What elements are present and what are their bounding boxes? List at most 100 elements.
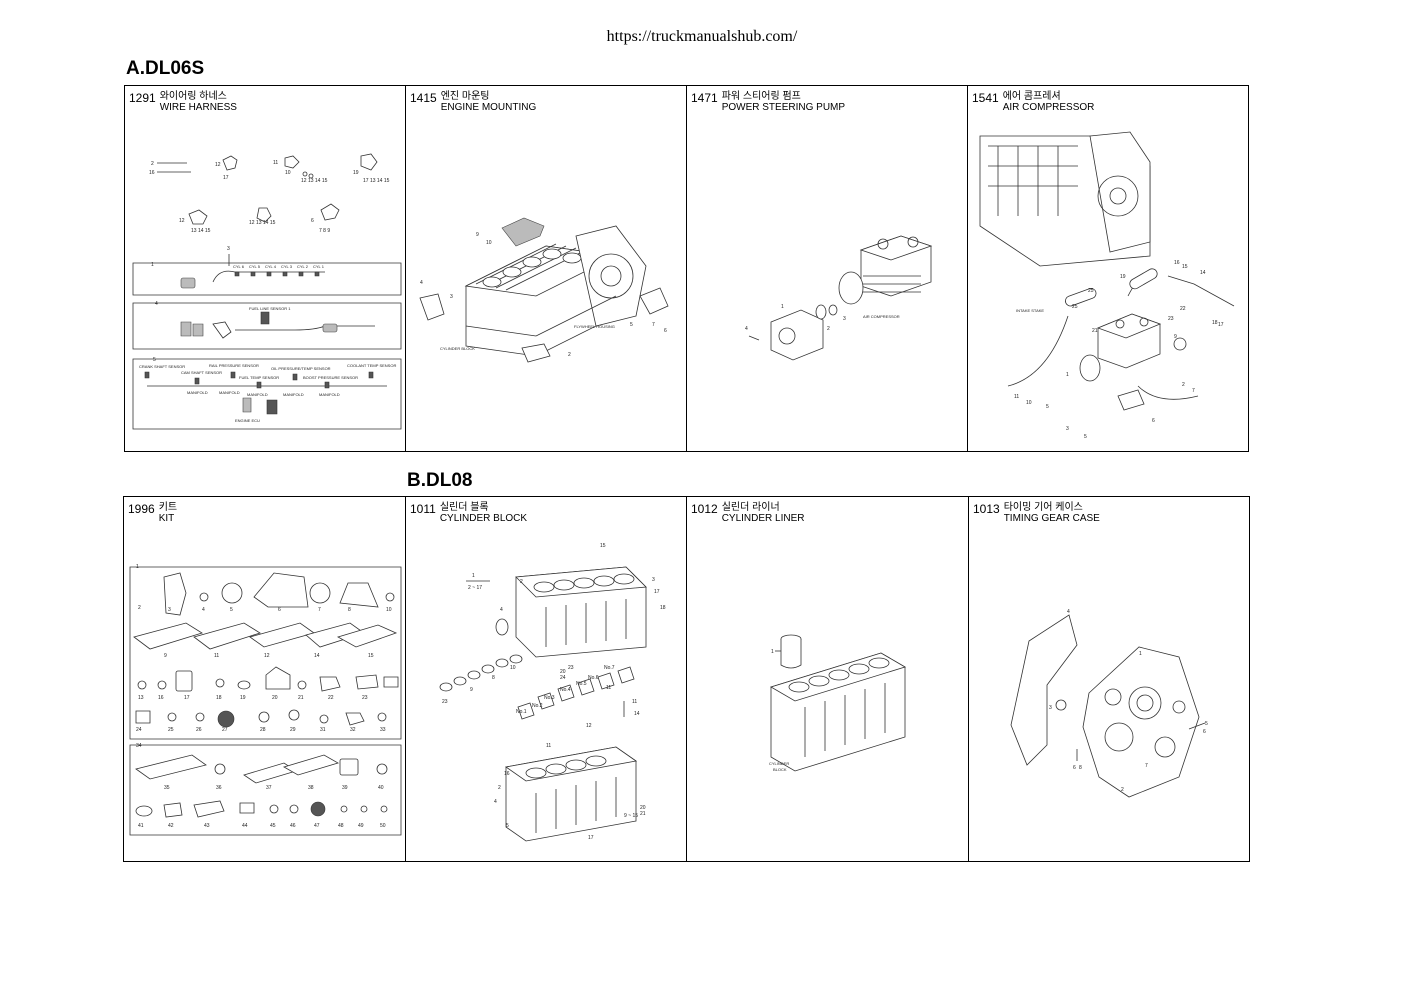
svg-text:3: 3 [652,577,655,583]
svg-text:5: 5 [153,357,156,363]
svg-text:5: 5 [630,322,633,328]
svg-text:14: 14 [1200,270,1206,276]
svg-text:46: 46 [290,823,296,829]
svg-text:11: 11 [1014,394,1019,400]
svg-text:17 13 14 15: 17 13 14 15 [363,178,390,184]
english-title: WIRE HARNESS [159,102,237,113]
svg-text:3: 3 [843,316,846,322]
svg-text:8: 8 [1079,765,1082,771]
svg-text:14: 14 [634,711,640,717]
svg-text:2 ~ 17: 2 ~ 17 [468,585,482,591]
svg-text:25: 25 [1072,304,1078,310]
svg-text:18: 18 [1212,320,1218,326]
svg-text:15: 15 [368,653,374,659]
svg-text:MANIFOLD: MANIFOLD [247,392,268,397]
korean-title: 엔진 마운팅 [440,91,490,102]
svg-text:23: 23 [362,695,368,701]
svg-text:34: 34 [136,743,142,749]
svg-text:24: 24 [136,727,142,733]
label-no7: No.7 [604,665,615,671]
label-cylinder-block: CYLINDER BLOCK [440,346,475,351]
svg-text:39: 39 [342,785,348,791]
part-code: 1471 [691,91,718,105]
label-coolant-temp-sensor: COOLANT TEMP SENSOR [347,363,396,368]
svg-text:16: 16 [504,771,510,777]
svg-text:42: 42 [168,823,174,829]
svg-text:CYL 1: CYL 1 [313,264,325,269]
power-steering-pump-diagram: AIR COMPRESSOR 123 4 [745,86,969,453]
svg-text:17: 17 [1218,322,1224,328]
svg-text:11: 11 [546,743,551,749]
label-fuel-temp-sensor: FUEL TEMP SENSOR [239,375,279,380]
korean-title: 파워 스티어링 펌프 [721,91,801,102]
svg-text:11: 11 [273,160,278,166]
svg-text:5: 5 [506,823,509,829]
svg-text:40: 40 [378,785,384,791]
label-no4: No.4 [560,687,571,693]
svg-text:48: 48 [338,823,344,829]
svg-text:1: 1 [136,564,139,570]
svg-text:20: 20 [560,669,566,675]
svg-text:CYL 5: CYL 5 [249,264,261,269]
svg-text:7: 7 [1145,763,1148,769]
svg-text:12 13 14 15: 12 13 14 15 [301,178,328,184]
svg-text:3: 3 [227,246,230,252]
svg-text:2: 2 [1182,382,1185,388]
svg-text:13 14 15: 13 14 15 [191,228,211,234]
svg-text:4: 4 [1067,609,1070,615]
svg-text:23: 23 [568,665,574,671]
label-flywheel-housing: FLYWHEEL HOUSING [574,324,615,329]
page-url[interactable]: https://truckmanualshub.com/ [606,28,798,45]
svg-text:9: 9 [470,687,473,693]
svg-text:43: 43 [204,823,210,829]
svg-text:1: 1 [472,573,475,579]
korean-title: 실린더 블록 [439,502,489,513]
svg-text:4: 4 [500,607,503,613]
svg-text:44: 44 [242,823,248,829]
english-title: CYLINDER BLOCK [439,513,528,524]
svg-text:17: 17 [588,835,594,841]
svg-text:11: 11 [632,699,637,705]
label-no2: No.2 [532,703,543,709]
section-title-dl06s: A.DL06S [126,58,205,79]
svg-text:CYL 4: CYL 4 [265,264,277,269]
svg-text:9 ~ 15: 9 ~ 15 [624,813,638,819]
label-no1: No.1 [516,709,527,715]
english-title: ENGINE MOUNTING [440,102,537,113]
svg-text:5: 5 [1205,721,1208,727]
section-title-dl08: B.DL08 [407,470,473,491]
panel-power-steering-pump: 1471 파워 스티어링 펌프 POWER STEERING PUMP AIR … [686,85,968,452]
svg-text:33: 33 [380,727,386,733]
label-cylinder: CYLINDER [769,761,789,766]
svg-text:3: 3 [168,607,171,613]
svg-text:17: 17 [654,589,660,595]
svg-text:3: 3 [450,294,453,300]
svg-text:MANIFOLD: MANIFOLD [319,392,340,397]
svg-text:6: 6 [311,218,314,224]
label-air-compressor: AIR COMPRESSOR [863,314,900,319]
svg-text:2: 2 [520,579,523,585]
svg-text:1: 1 [781,304,784,310]
svg-text:21: 21 [1092,328,1098,334]
svg-text:16: 16 [1174,260,1180,266]
svg-text:2: 2 [827,326,830,332]
svg-text:19: 19 [1120,274,1126,280]
svg-text:5: 5 [1084,434,1087,440]
label-block: BLOCK [773,767,787,772]
svg-text:CYL 6: CYL 6 [233,264,245,269]
svg-text:25: 25 [1088,288,1094,294]
svg-text:45: 45 [270,823,276,829]
svg-text:7: 7 [318,607,321,613]
svg-text:16: 16 [158,695,164,701]
svg-text:5: 5 [1046,404,1049,410]
svg-text:2: 2 [1121,787,1124,793]
svg-text:1: 1 [1139,651,1142,657]
label-no6: No.6 [588,675,599,681]
korean-title: 타이밍 기어 케이스 [1003,502,1083,513]
part-code: 1011 [410,502,436,516]
label-no5: No.5 [576,681,587,687]
english-title: KIT [158,513,175,524]
